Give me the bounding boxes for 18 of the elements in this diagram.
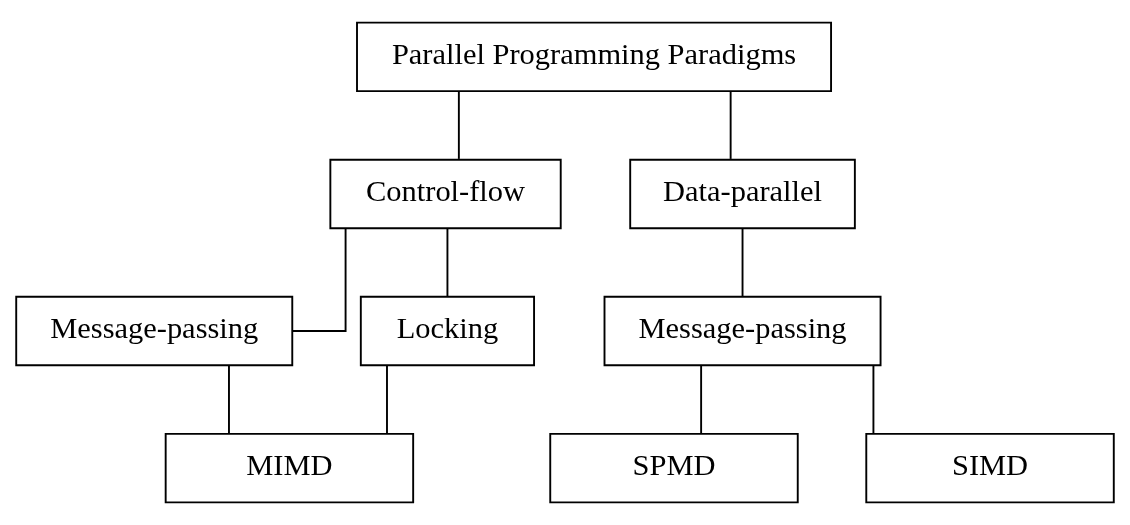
connector [291, 227, 347, 332]
connector [386, 364, 388, 434]
connector [741, 227, 744, 297]
node-box: Control-flow [329, 158, 562, 230]
connector [446, 227, 449, 297]
connector [457, 90, 460, 160]
node-box: Parallel Programming Paradigms [356, 21, 832, 93]
node-box: Data-parallel [629, 158, 856, 230]
connector [872, 364, 875, 434]
node-box: SPMD [549, 432, 799, 504]
connector [700, 364, 703, 434]
connector [729, 90, 732, 160]
node-box: Message-passing [603, 295, 882, 367]
node-box: Locking [359, 295, 535, 367]
node-box: MIMD [164, 432, 415, 504]
node-box: Message-passing [15, 295, 294, 367]
connector [228, 364, 230, 434]
node-box: SIMD [865, 432, 1115, 504]
